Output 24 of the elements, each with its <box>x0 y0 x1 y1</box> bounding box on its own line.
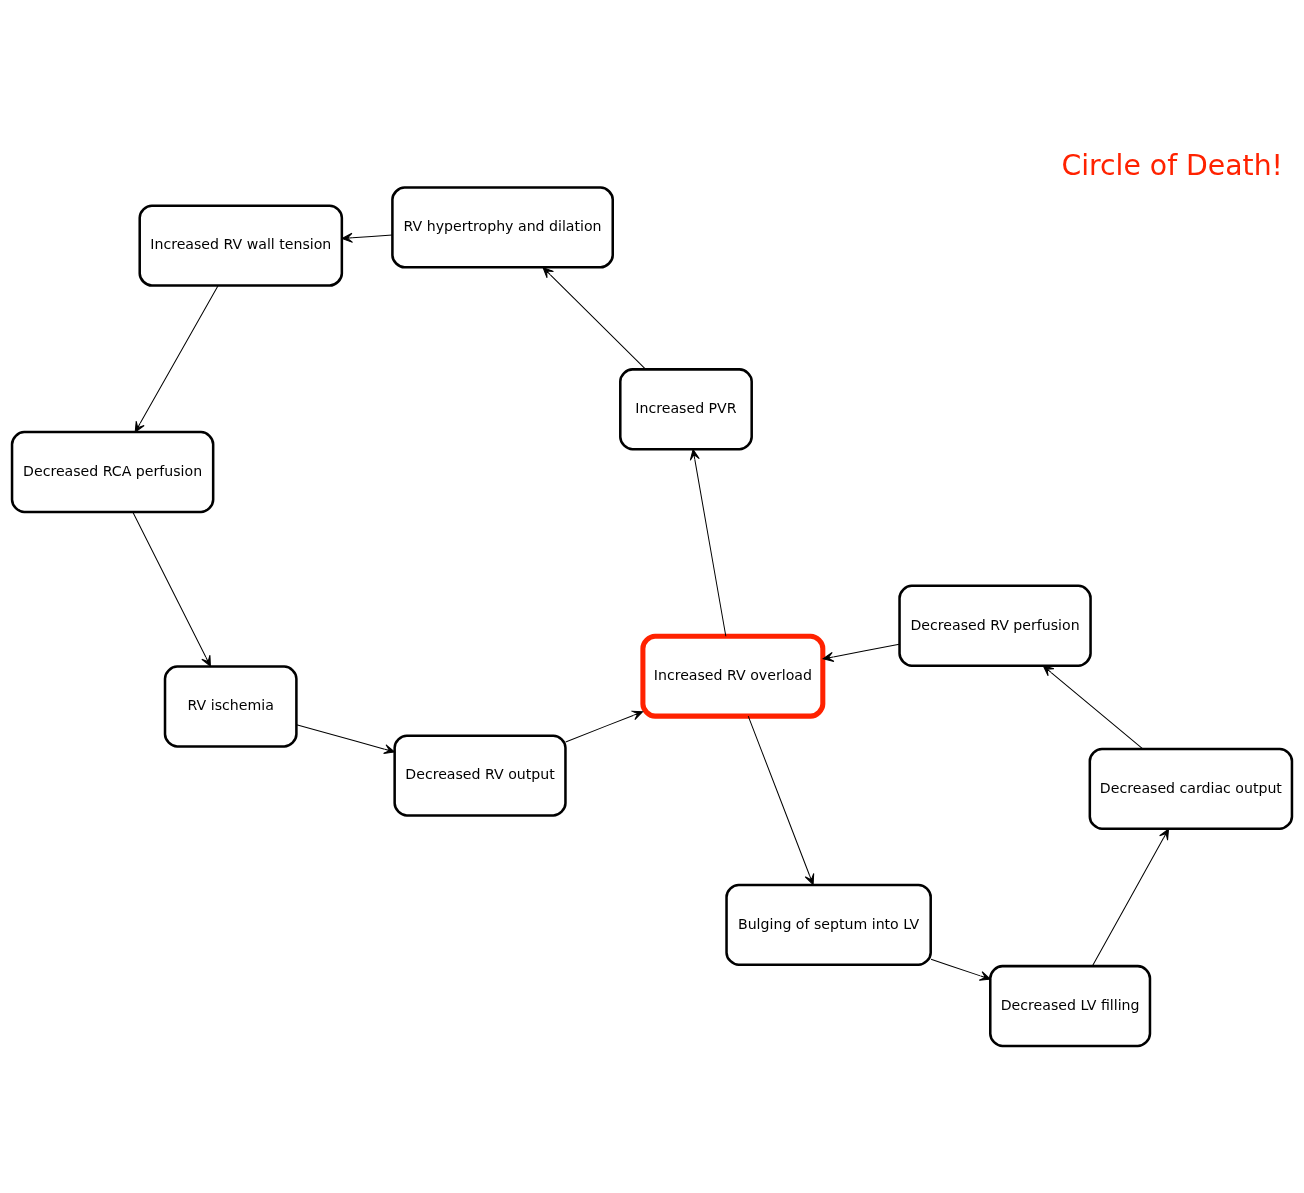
node-box: Increased RV overload <box>640 633 826 719</box>
arrow <box>341 232 393 243</box>
arrow <box>132 511 211 667</box>
node-box: Decreased RV perfusion <box>898 584 1092 667</box>
arrow <box>134 284 219 433</box>
node-box: Decreased RCA perfusion <box>10 430 215 513</box>
arrow <box>565 710 644 742</box>
node-box: Increased RV wall tension <box>138 203 344 287</box>
arrow <box>822 643 900 662</box>
node-box: RV hypertrophy and dilation <box>391 185 614 269</box>
arrow <box>1091 828 1170 966</box>
arrow <box>1042 664 1143 749</box>
arrow <box>296 723 396 754</box>
arrow <box>747 715 815 885</box>
diagram-title: Circle of Death! <box>1061 148 1283 182</box>
arrow <box>930 958 991 981</box>
node-box: Decreased cardiac output <box>1088 747 1294 830</box>
node-box: Bulging of septum into LV <box>725 883 932 966</box>
arrow <box>689 448 727 637</box>
node-box: Increased PVR <box>619 367 753 450</box>
node-box: RV ischemia <box>163 664 298 748</box>
arrow <box>542 266 647 370</box>
node-box: Decreased RV output <box>393 733 567 817</box>
node-box: Decreased LV filling <box>989 964 1152 1047</box>
